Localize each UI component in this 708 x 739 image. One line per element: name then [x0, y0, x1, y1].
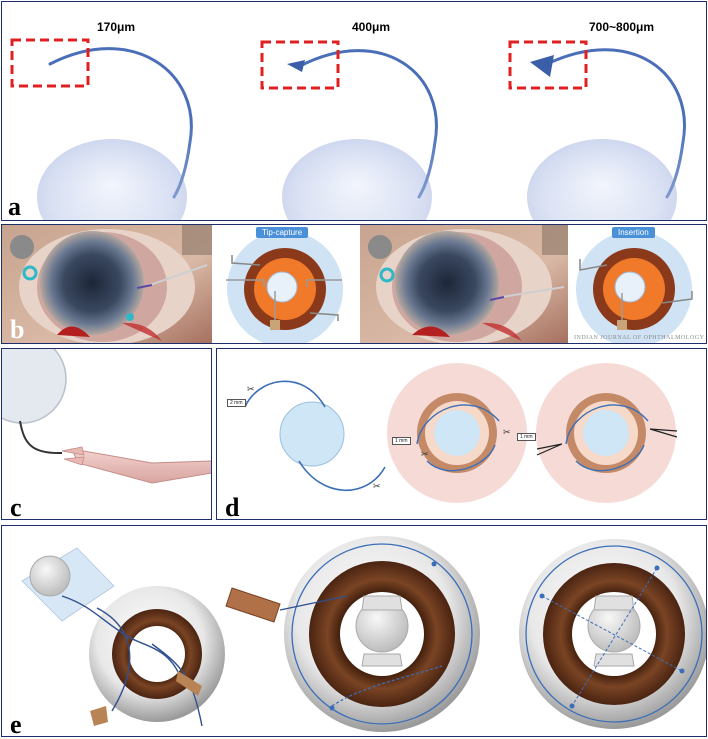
tag-insertion: Insertion	[612, 227, 655, 238]
measure-label-1mm-left: 1 mm	[392, 437, 411, 445]
surgical-photo-1	[2, 225, 212, 343]
panel-label-c: c	[10, 493, 22, 520]
step-lens-with-haptics: ✂ ✂	[238, 380, 386, 492]
step-eye-cut: ✂ ✂	[387, 363, 527, 503]
panel-label-a: a	[8, 192, 21, 221]
highlight-box-2	[260, 40, 340, 90]
panel-label-d: d	[225, 493, 240, 520]
size-label-400: 400μm	[352, 20, 391, 34]
flange-tip-2	[287, 60, 305, 72]
flange-tip-3	[530, 55, 554, 77]
schematic-insertion	[569, 225, 706, 343]
highlight-box-3	[508, 40, 588, 90]
measure-label-1mm-right: 1 mm	[517, 433, 536, 441]
panel-a: 170μm 400μm 700~800μm a	[1, 1, 707, 221]
panel-d-illustration: ✂ ✂ ✂ ✂	[238, 363, 678, 503]
eye-step-1	[21, 547, 225, 727]
highlight-box-1	[10, 38, 90, 88]
panel-label-b: b	[10, 315, 25, 344]
size-label-700-800: 700~800μm	[589, 20, 655, 34]
measure-label-2mm: 2 mm	[227, 399, 246, 407]
panel-c: c	[1, 348, 212, 520]
surgical-photo-2	[360, 225, 568, 343]
panel-d: ✂ ✂ ✂ ✂ 2 mm 1 mm 1 mm d	[216, 348, 707, 520]
svg-text:✂: ✂	[503, 427, 511, 437]
svg-text:✂: ✂	[247, 384, 255, 394]
svg-text:✂: ✂	[421, 449, 429, 459]
iol-optic	[2, 349, 67, 424]
panel-e-illustration	[21, 536, 706, 732]
panel-e: e	[1, 525, 707, 737]
panel-c-illustration	[2, 349, 211, 484]
svg-text:✂: ✂	[373, 481, 381, 491]
eye-step-2	[225, 536, 480, 732]
eye-step-3	[519, 539, 706, 729]
forceps-body	[71, 448, 211, 484]
panel-label-e: e	[10, 710, 22, 737]
panel-b: Tip-capture Insertion INDIAN JOURNAL OF …	[1, 224, 707, 344]
panel-b-illustration	[2, 225, 706, 343]
tag-tip-capture: Tip-capture	[256, 227, 309, 238]
panel-a-illustration	[2, 38, 706, 220]
schematic-tip-capture	[214, 225, 358, 343]
step-eye-forceps	[536, 363, 678, 503]
haptic-tail	[19, 420, 63, 455]
size-label-170: 170μm	[97, 20, 136, 34]
journal-watermark: INDIAN JOURNAL OF OPHTHALMOLOGY	[574, 335, 705, 341]
